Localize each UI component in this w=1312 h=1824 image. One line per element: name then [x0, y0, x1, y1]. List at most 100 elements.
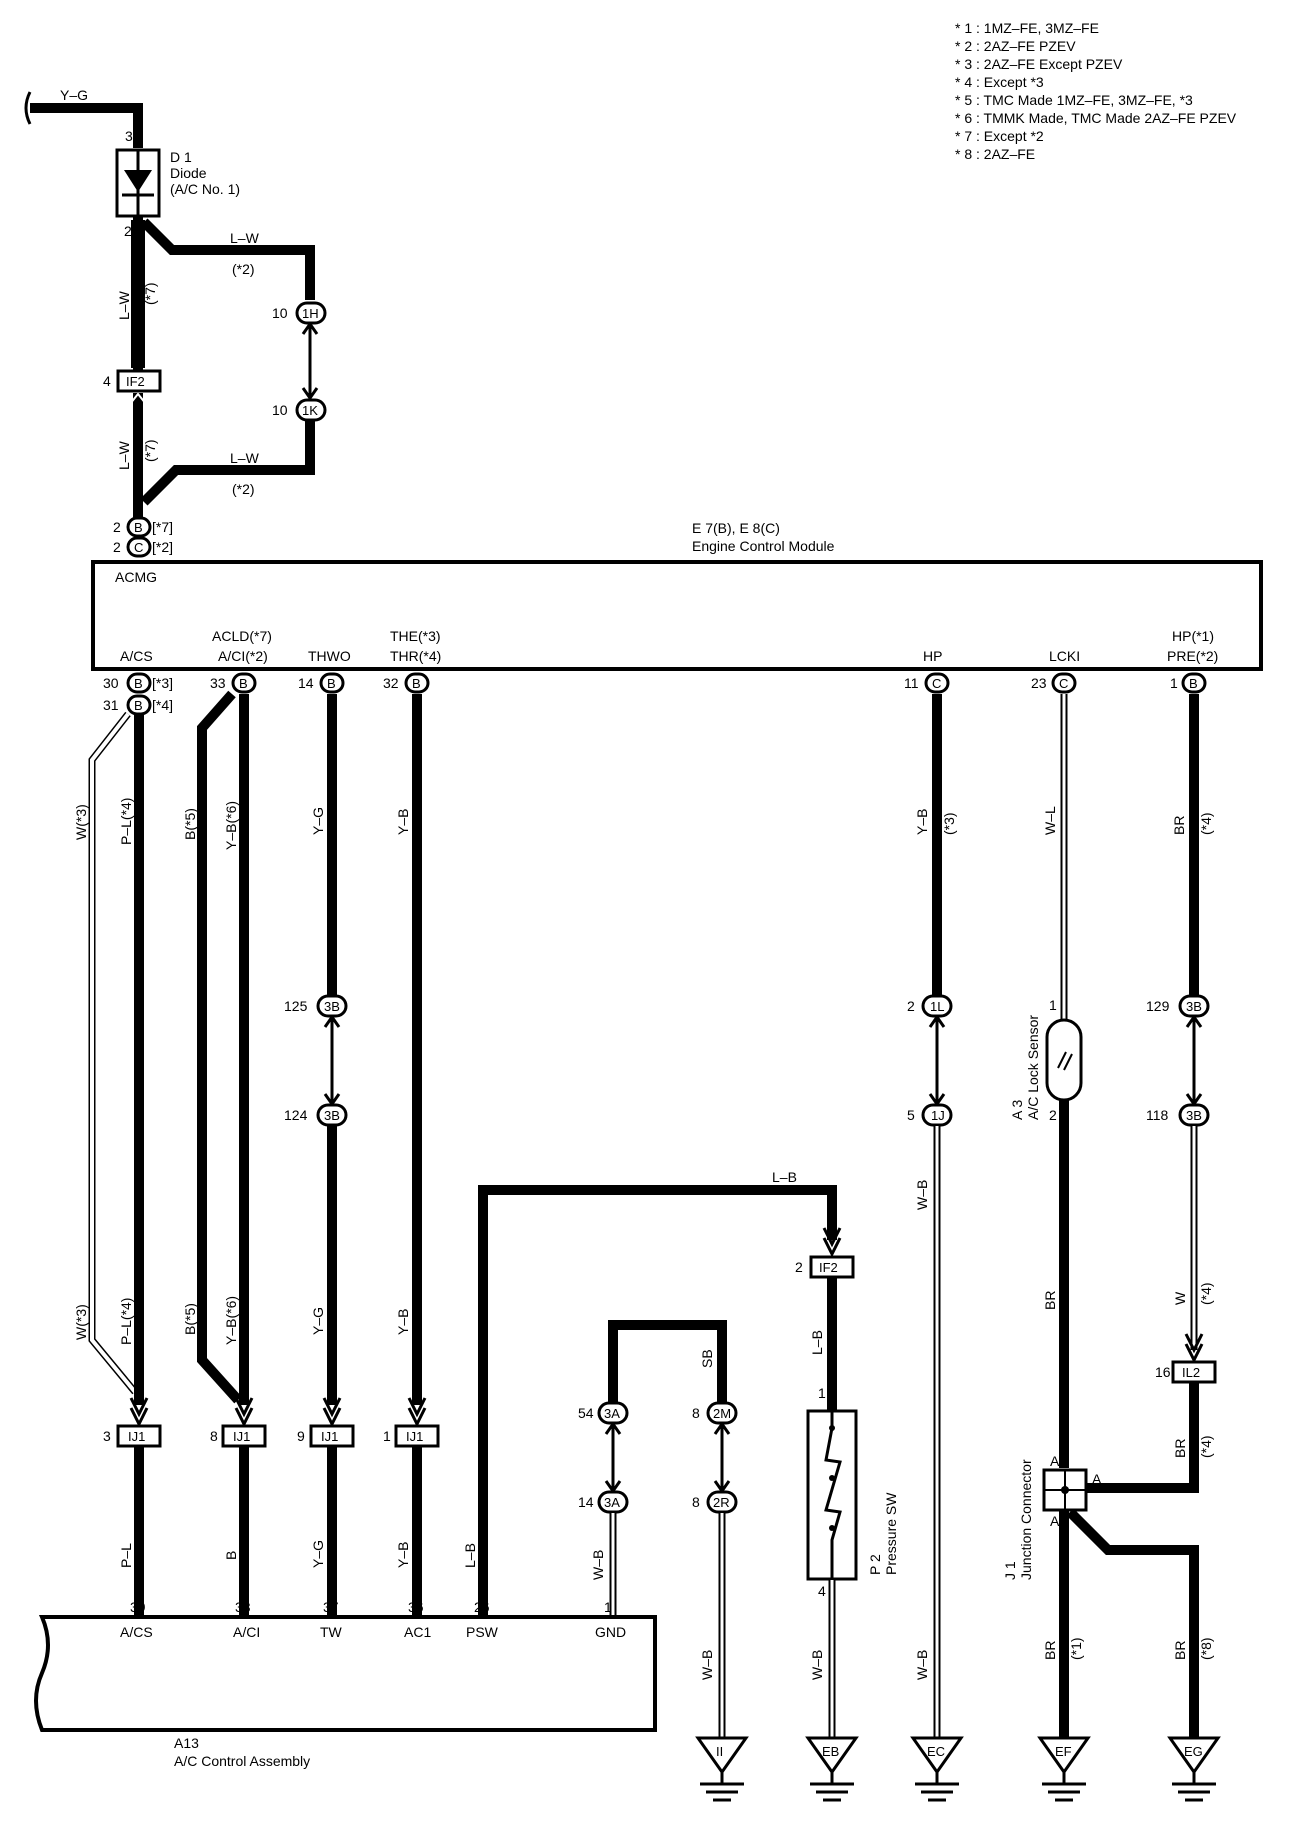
- wire-label-br-il2-4: (*4): [1198, 1435, 1214, 1458]
- wire-label-w3-bottom: W(*3): [73, 1304, 89, 1340]
- ecm-pin-acld: ACLD(*7): [212, 628, 272, 644]
- ecm-pin-c-acmg: C: [126, 536, 152, 558]
- ground-eb: EB: [805, 1736, 859, 1802]
- connector-3a-14-pin: 14: [578, 1494, 594, 1510]
- connector-3a-54: 3A: [597, 1401, 629, 1425]
- wire-label-br-sensor: BR: [1042, 1291, 1058, 1310]
- arrow-if2-top: [129, 392, 147, 405]
- acc-pin-num-gnd: 1: [604, 1599, 612, 1615]
- wire-label-wb-ii: W–B: [699, 1650, 715, 1680]
- connector-1j-pin: 5: [907, 1107, 915, 1123]
- wire-lw-2-branch-bottom: [140, 420, 315, 506]
- connector-ij1-c: IJ1: [309, 1424, 355, 1448]
- wire-label-w4: (*4): [1198, 1282, 1214, 1305]
- acc-id: A13: [174, 1735, 199, 1751]
- arrow-1h-1k: [301, 321, 319, 401]
- connector-1j: 1J: [921, 1103, 953, 1127]
- wire-lw-2-branch-top: [140, 218, 315, 300]
- connector-3b-129-pin: 129: [1146, 998, 1170, 1014]
- connector-if2-top-pin: 4: [103, 373, 111, 389]
- svg-text:EB: EB: [822, 1744, 839, 1759]
- wire-label-b5-top: B(*5): [182, 808, 198, 840]
- wire-label-lw-branch-top: L–W: [230, 230, 260, 246]
- wire-label-br-ef: BR: [1042, 1641, 1058, 1660]
- pressure-switch: [806, 1409, 858, 1581]
- connector-1k: 1K: [295, 398, 327, 422]
- wire-yg-top: [30, 103, 143, 148]
- svg-text:B: B: [239, 676, 248, 691]
- wire-label-lw2-branch-top: (*2): [232, 261, 255, 277]
- ecm-pin-hp: HP: [923, 648, 942, 664]
- connector-il2: IL2: [1171, 1360, 1217, 1384]
- ecm-num-acs3: 30: [103, 675, 119, 691]
- acc-name: A/C Control Assembly: [174, 1753, 310, 1769]
- junction-id: J 1: [1002, 1561, 1018, 1580]
- connector-ij1-a: IJ1: [116, 1424, 162, 1448]
- connector-ij1-b: IJ1: [221, 1424, 267, 1448]
- ecm-pin-num-acmg-b: 2: [113, 519, 121, 535]
- ecm-tag-acs4: [*4]: [152, 697, 173, 713]
- ecm-num-acs4: 31: [103, 697, 119, 713]
- svg-text:EG: EG: [1184, 1744, 1203, 1759]
- ground-ii: II: [695, 1736, 749, 1802]
- wire-label-yg-thwo: Y–G: [310, 807, 326, 835]
- acc-pin-num-tw: 37: [323, 1599, 339, 1615]
- connector-3b-125-pin: 125: [284, 998, 308, 1014]
- diode-name: Diode: [170, 165, 207, 181]
- svg-text:3A: 3A: [604, 1406, 620, 1421]
- wire-label-sb: SB: [699, 1349, 715, 1368]
- note-4: * 4 : Except *3: [955, 74, 1044, 90]
- ecm-ids: E 7(B), E 8(C): [692, 520, 780, 536]
- wire-label-lw2-branch-bottom: (*2): [232, 481, 255, 497]
- diode-d1: [115, 148, 161, 218]
- wire-label-yg-lower: Y–G: [310, 1540, 326, 1568]
- wire-label-yb6-top: Y–B(*6): [223, 801, 239, 850]
- wire-label-yb-thr-bottom: Y–B: [395, 1309, 411, 1335]
- ecm-box: [91, 560, 1263, 671]
- connector-1h-pin: 10: [272, 305, 288, 321]
- pressure-sw-pin1: 1: [818, 1385, 826, 1401]
- wire-label-lw-upper: L–W: [116, 290, 132, 320]
- acc-pin-tw: TW: [320, 1624, 343, 1640]
- wire-label-pl4-top: P–L(*4): [118, 798, 134, 845]
- connector-3b-129: 3B: [1178, 994, 1210, 1018]
- ecm-name: Engine Control Module: [692, 538, 835, 554]
- svg-text:IL2: IL2: [1182, 1365, 1200, 1380]
- diode-sub: (A/C No. 1): [170, 181, 240, 197]
- svg-text:3B: 3B: [324, 1108, 340, 1123]
- arrow-if2-bottom: [822, 1227, 842, 1258]
- acc-pin-aci: A/CI: [233, 1624, 260, 1640]
- ecm-tag-b7: [*7]: [152, 519, 173, 535]
- ecm-pin-acs: A/CS: [120, 648, 153, 664]
- arrow-ij1-d: [407, 1397, 427, 1428]
- connector-1l: 1L: [921, 994, 953, 1018]
- connector-1k-label: 1K: [302, 403, 318, 418]
- acc-pin-num-ac1: 36: [408, 1599, 424, 1615]
- acc-pin-ac1: AC1: [404, 1624, 431, 1640]
- ecm-pin-num-acmg-c: 2: [113, 539, 121, 555]
- svg-text:B: B: [134, 676, 143, 691]
- wire-label-yg: Y–G: [60, 87, 88, 103]
- wire-label-lb-psw: L–B: [462, 1543, 478, 1568]
- note-5: * 5 : TMC Made 1MZ–FE, 3MZ–FE, *3: [955, 92, 1193, 108]
- svg-text:3B: 3B: [324, 999, 340, 1014]
- ecm-num-thr: 32: [383, 675, 399, 691]
- connector-2m: 2M: [706, 1401, 738, 1425]
- ecm-acmg: ACMG: [115, 569, 157, 585]
- pressure-sw-name: Pressure SW: [883, 1492, 899, 1575]
- connector-if2-bottom: IF2: [809, 1255, 855, 1279]
- connector-1k-pin: 10: [272, 402, 288, 418]
- ecm-num-pre: 1: [1170, 675, 1178, 691]
- svg-text:B: B: [1189, 676, 1198, 691]
- svg-text:IJ1: IJ1: [321, 1429, 338, 1444]
- wire-br-il2-junction: [1086, 1382, 1199, 1493]
- connector-2m-pin: 8: [692, 1405, 700, 1421]
- ecm-num-thwo: 14: [298, 675, 314, 691]
- lock-sensor-pin1: 1: [1049, 997, 1057, 1013]
- svg-text:C: C: [134, 540, 143, 555]
- diode-pin-out: 2: [124, 223, 132, 239]
- wire-lw-7-upper-edge: [131, 220, 145, 368]
- ecm-num-hp: 11: [904, 675, 919, 691]
- notes-legend: * 1 : 1MZ–FE, 3MZ–FE * 2 : 2AZ–FE PZEV *…: [955, 20, 1237, 162]
- wire-label-yb-hp3: (*3): [941, 812, 957, 835]
